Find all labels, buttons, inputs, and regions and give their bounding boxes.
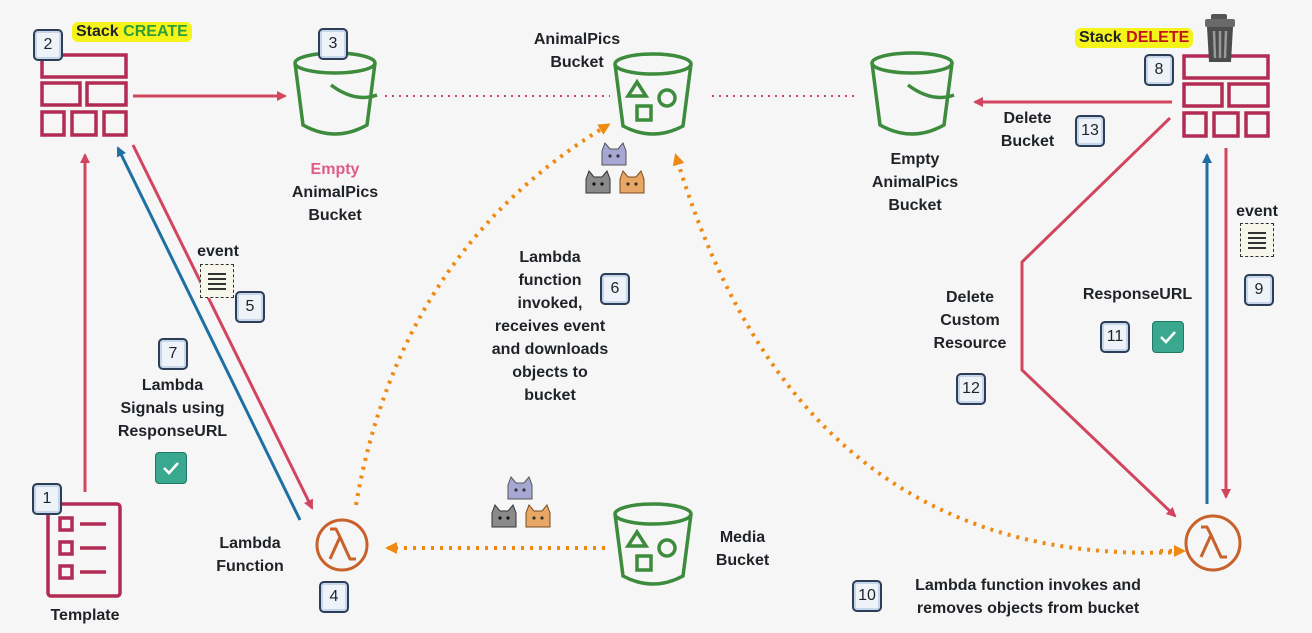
animalpics-bucket-label: AnimalPics Bucket: [512, 28, 642, 74]
s3-bucket-icon: [293, 51, 378, 136]
step-6-badge: 6: [600, 273, 630, 305]
label-line: AnimalPics: [291, 184, 379, 201]
stack-create-prefix: Stack: [76, 23, 119, 40]
label-line: receives event: [494, 318, 606, 335]
empty-bucket-label-right: Empty AnimalPics Bucket: [850, 148, 980, 217]
arrow-lambda-signal-to-stack: [116, 146, 302, 521]
step-7-badge: 7: [158, 338, 188, 370]
label-line: Function: [216, 558, 284, 575]
template-label: Template: [50, 607, 120, 624]
step-3-badge: 3: [318, 28, 348, 60]
lambda-removes-label: Lambda function invokes and removes obje…: [888, 574, 1168, 620]
cloudformation-stack-icon: [40, 53, 128, 137]
label-line: Lambda: [141, 377, 204, 394]
label-line: removes objects from bucket: [916, 600, 1140, 617]
empty-word: Empty: [310, 161, 360, 178]
checkmark-icon: [1152, 321, 1184, 353]
media-bucket-label: Media Bucket: [700, 526, 785, 572]
label-line: bucket: [524, 387, 576, 404]
stack-create-title: Stack CREATE: [72, 22, 192, 42]
stack-delete-title: Stack DELETE: [1075, 28, 1194, 48]
stack-create-keyword: CREATE: [123, 23, 188, 40]
step-4-badge: 4: [319, 581, 349, 613]
event-document-icon: [200, 264, 234, 298]
step-9-badge: 9: [1244, 274, 1274, 306]
cat-icon-group: [491, 476, 551, 528]
trash-can-icon: [1205, 14, 1235, 62]
delete-bucket-label: Delete Bucket: [985, 107, 1070, 153]
arrow-stack-to-lambda: [131, 144, 314, 510]
connectors: [80, 91, 1231, 557]
label-line: objects to: [512, 364, 588, 381]
cat-icon: [601, 142, 627, 166]
dotted-right-lambda-to-animalpics: [672, 153, 1181, 555]
step-8-badge: 8: [1144, 54, 1174, 86]
lambda-icon: [1184, 514, 1242, 572]
label-line: function: [518, 272, 582, 289]
label-line: AnimalPics: [871, 174, 959, 191]
label-line: Resource: [933, 335, 1007, 352]
template-icon: [46, 502, 122, 598]
cat-icon: [507, 476, 533, 500]
label-line: Lambda: [219, 535, 281, 552]
event-document-icon: [1240, 223, 1274, 257]
lambda-invoked-label: Lambda function invoked, receives event …: [470, 246, 630, 407]
label-line: Lambda: [519, 249, 581, 266]
cat-icon: [585, 170, 611, 194]
event-label-left: event: [197, 243, 239, 260]
label-line: and downloads: [491, 341, 609, 358]
label-line: Lambda function invokes and: [915, 577, 1141, 594]
cat-icon-group: [585, 142, 645, 194]
cat-icon: [491, 504, 517, 528]
label-line: Media: [719, 529, 766, 546]
stack-delete-prefix: Stack: [1079, 29, 1122, 46]
label-line: Custom: [940, 312, 1000, 329]
label-line: Signals using: [120, 400, 225, 417]
step-13-badge: 13: [1075, 115, 1105, 147]
s3-bucket-icon: [613, 502, 693, 586]
s3-bucket-icon: [613, 52, 693, 136]
label-line: Bucket: [715, 552, 770, 569]
label-line: Bucket: [888, 197, 942, 214]
label-line: Bucket: [1000, 133, 1055, 150]
dotted-lambda-to-animalpics: [354, 123, 611, 506]
step-10-badge: 10: [852, 580, 882, 612]
event-label-right: event: [1236, 203, 1278, 220]
cat-icon: [525, 504, 551, 528]
step-12-badge: 12: [956, 373, 986, 405]
label-line: Bucket: [308, 207, 362, 224]
empty-bucket-label-left: Empty AnimalPics Bucket: [270, 158, 400, 227]
step-11-badge: 11: [1100, 321, 1130, 353]
label-line: invoked,: [517, 295, 583, 312]
label-line: Delete: [1003, 110, 1052, 127]
cat-icon: [619, 170, 645, 194]
arrow-delete-custom-resource: [1020, 116, 1177, 518]
lambda-function-label: Lambda Function: [195, 532, 305, 578]
lambda-icon: [315, 518, 369, 572]
lambda-signals-label: Lambda Signals using ResponseURL: [100, 374, 245, 443]
step-5-badge: 5: [235, 291, 265, 323]
label-line: AnimalPics: [533, 31, 621, 48]
responseurl-label: ResponseURL: [1082, 286, 1193, 303]
delete-custom-resource-label: Delete Custom Resource: [915, 286, 1025, 355]
cloudformation-stack-icon: [1182, 54, 1270, 138]
step-2-badge: 2: [33, 29, 63, 61]
label-line: ResponseURL: [117, 423, 228, 440]
label-line: Empty: [890, 151, 940, 168]
step-1-badge: 1: [32, 483, 62, 515]
label-line: Bucket: [550, 54, 604, 71]
s3-bucket-icon: [870, 51, 955, 136]
stack-delete-keyword: DELETE: [1126, 29, 1190, 46]
label-line: Delete: [945, 289, 995, 306]
checkmark-icon: [155, 452, 187, 484]
